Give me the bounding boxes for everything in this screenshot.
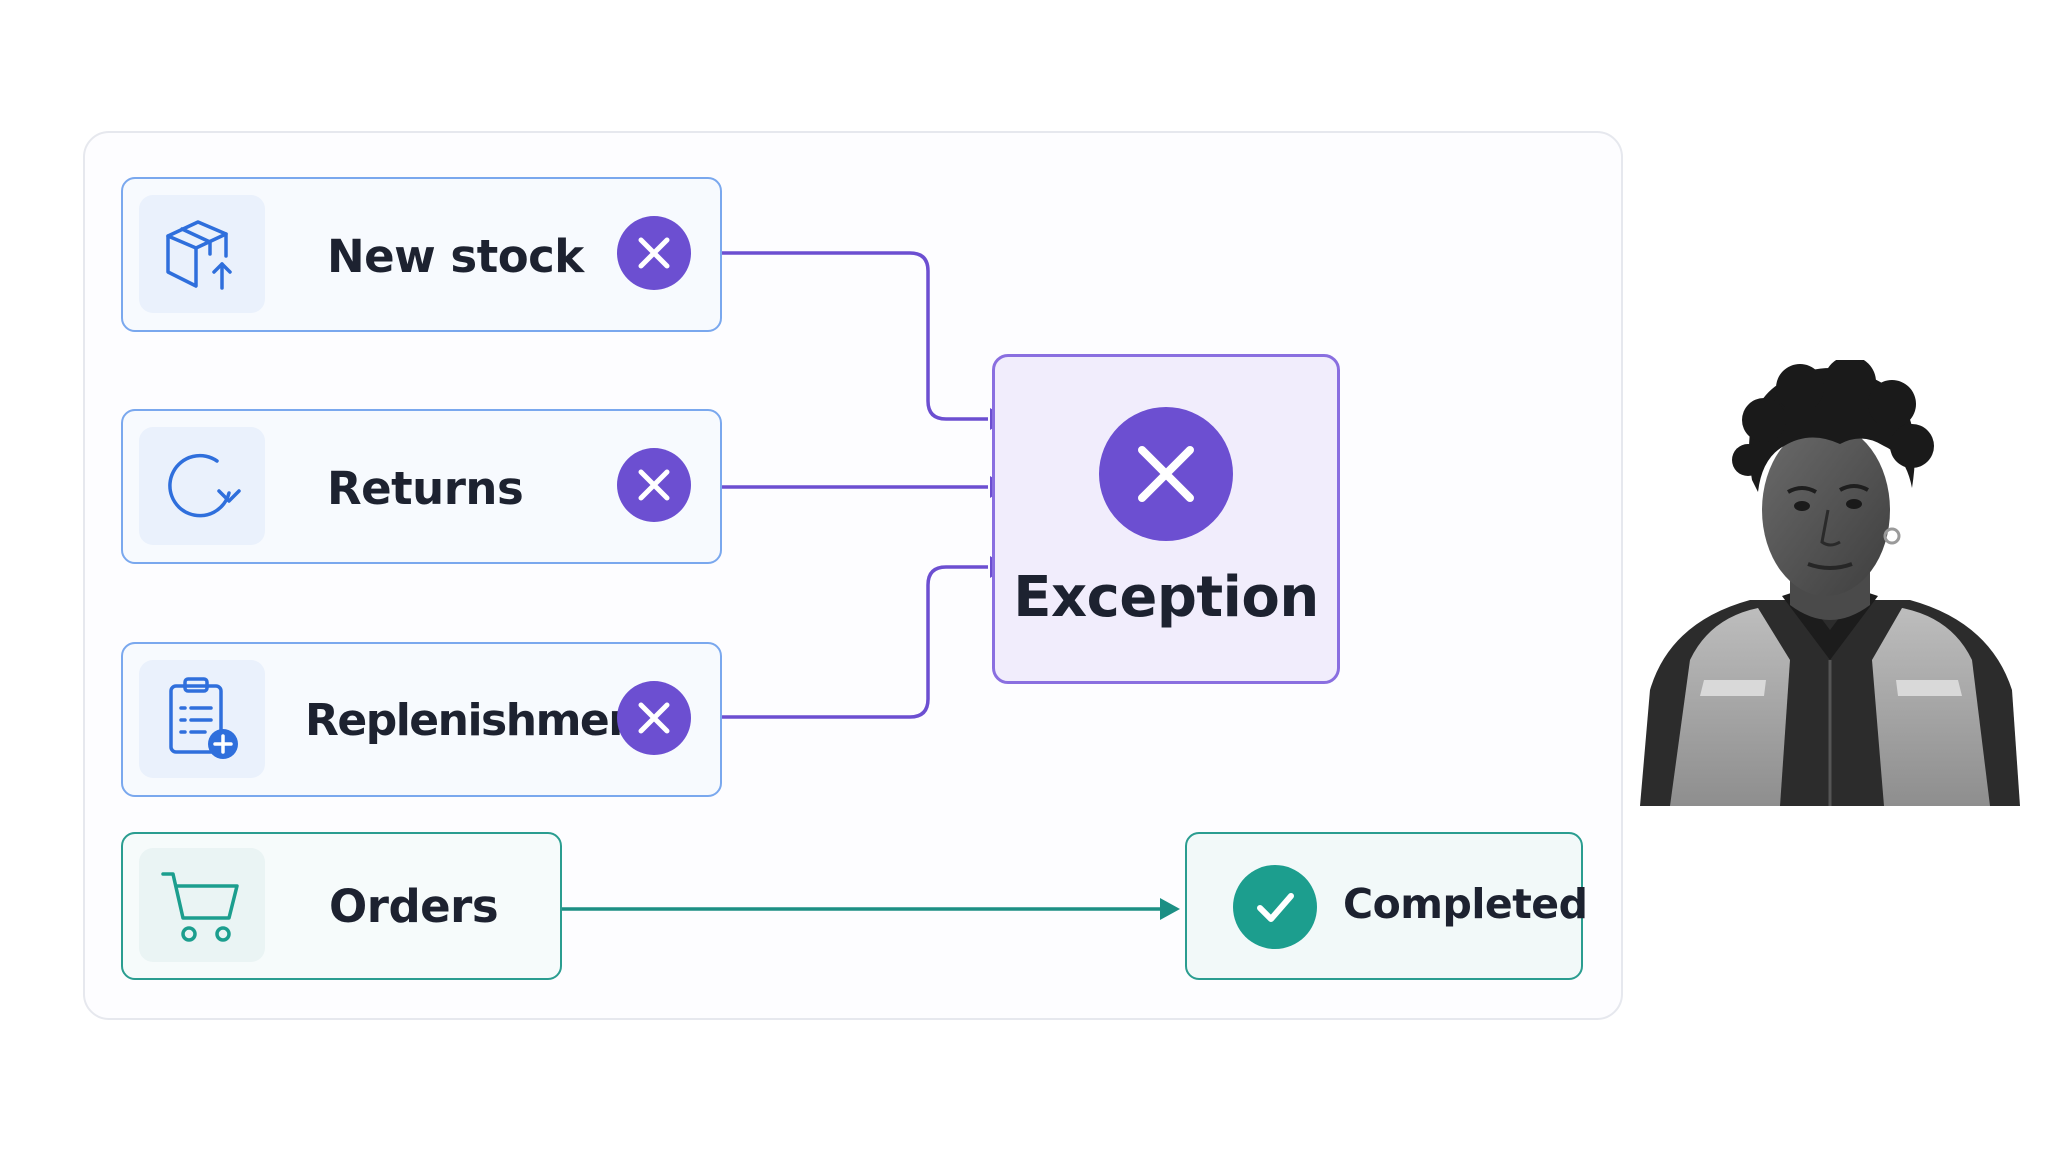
completed-label: Completed: [1343, 880, 1588, 928]
node-new-stock: New stock: [121, 177, 722, 332]
completed-badge: [1233, 865, 1317, 949]
x-icon: [1138, 446, 1194, 502]
node-label-returns: Returns: [327, 462, 524, 515]
error-badge-replenishment: [617, 681, 691, 755]
exception-label: Exception: [1013, 565, 1319, 630]
error-badge-returns: [617, 448, 691, 522]
exception-badge: [1099, 407, 1233, 541]
node-orders: Orders: [121, 832, 562, 980]
icon-tile-returns: [139, 427, 265, 545]
clipboard-add-icon: [169, 677, 238, 759]
node-label-new-stock: New stock: [327, 230, 584, 283]
icon-tile-new-stock: [139, 195, 265, 313]
node-replenishment: Replenishment: [121, 642, 722, 797]
x-icon: [638, 469, 670, 501]
box-upload-icon: [166, 220, 232, 290]
cart-icon: [161, 872, 239, 942]
refresh-icon: [168, 453, 241, 518]
x-icon: [638, 237, 670, 269]
node-label-orders: Orders: [329, 880, 499, 933]
icon-tile-orders: [139, 848, 265, 962]
outcome-completed: Completed: [1185, 832, 1588, 980]
error-badge-new-stock: [617, 216, 691, 290]
icon-tile-replenishment: [139, 660, 265, 778]
node-label-replenishment: Replenishment: [305, 695, 659, 746]
worker-portrait: [1640, 360, 2020, 806]
check-icon: [1257, 893, 1294, 922]
x-icon: [638, 702, 670, 734]
outcome-exception: Exception: [992, 354, 1340, 684]
node-returns: Returns: [121, 409, 722, 564]
